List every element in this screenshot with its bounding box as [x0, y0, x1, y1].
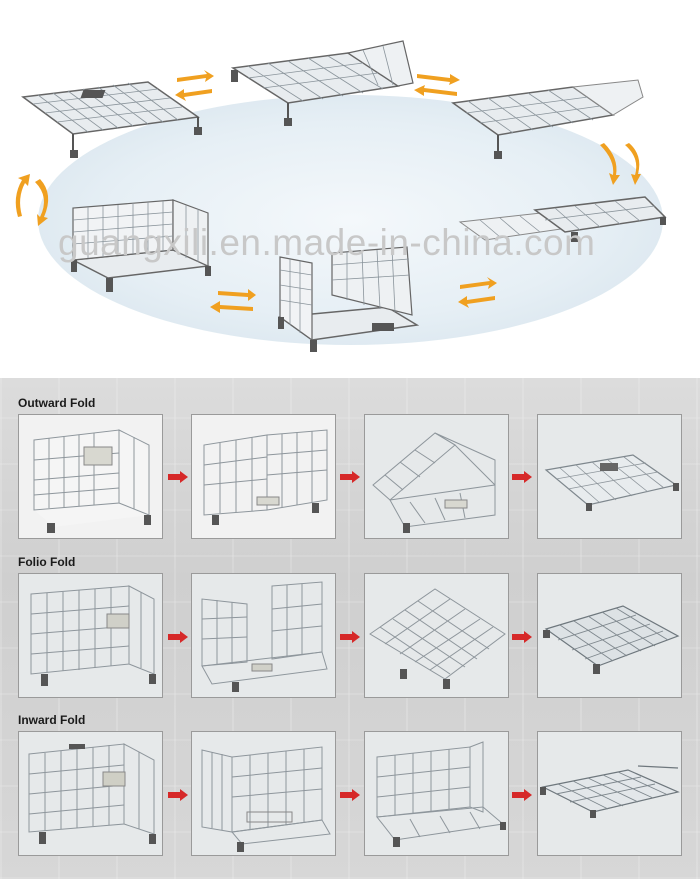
inward-fold-step-4 [537, 731, 682, 856]
red-arrow-5 [340, 631, 360, 643]
red-arrow-8 [340, 789, 360, 801]
fold-types-panel: Outward Fold [0, 378, 700, 879]
folding-cycle-panel: guangxili.en.made-in-china.com [0, 0, 700, 378]
red-arrow-9 [512, 789, 532, 801]
inward-fold-step-2 [191, 731, 336, 856]
red-arrow-3 [512, 471, 532, 483]
cage-assembled [70, 199, 211, 292]
cage-panel-lifting [230, 40, 414, 126]
cage-sides-standing [277, 246, 420, 352]
outward-fold-step-2 [191, 414, 336, 539]
orange-arrow-pair-3 [600, 143, 641, 185]
outward-fold-step-4 [537, 414, 682, 539]
cage-folded-flat [21, 81, 202, 158]
red-arrow-7 [168, 789, 188, 801]
folio-fold-label: Folio Fold [18, 555, 76, 569]
red-arrow-6 [512, 631, 532, 643]
red-arrow-1 [168, 471, 188, 483]
red-arrow-4 [168, 631, 188, 643]
orange-arrow-pair-6 [15, 174, 49, 226]
outward-fold-label: Outward Fold [18, 396, 96, 410]
outward-fold-step-3 [364, 414, 509, 539]
folio-fold-step-4 [537, 573, 682, 698]
folio-fold-step-3 [364, 573, 509, 698]
inward-fold-step-1 [18, 731, 163, 856]
orange-arrow-pair-4 [458, 277, 497, 308]
orange-arrow-pair-5 [210, 289, 256, 313]
folio-fold-step-1 [18, 573, 163, 698]
cage-side-folding [451, 79, 644, 159]
inward-fold-label: Inward Fold [18, 713, 86, 727]
red-arrow-2 [340, 471, 360, 483]
orange-arrow-pair-1 [175, 70, 214, 101]
folio-fold-step-2 [191, 573, 336, 698]
cage-unfolding-right [458, 196, 667, 242]
watermark-text: guangxili.en.made-in-china.com [58, 222, 596, 263]
inward-fold-step-3 [364, 731, 509, 856]
outward-fold-step-1 [18, 414, 163, 539]
orange-arrow-pair-2 [414, 74, 460, 96]
